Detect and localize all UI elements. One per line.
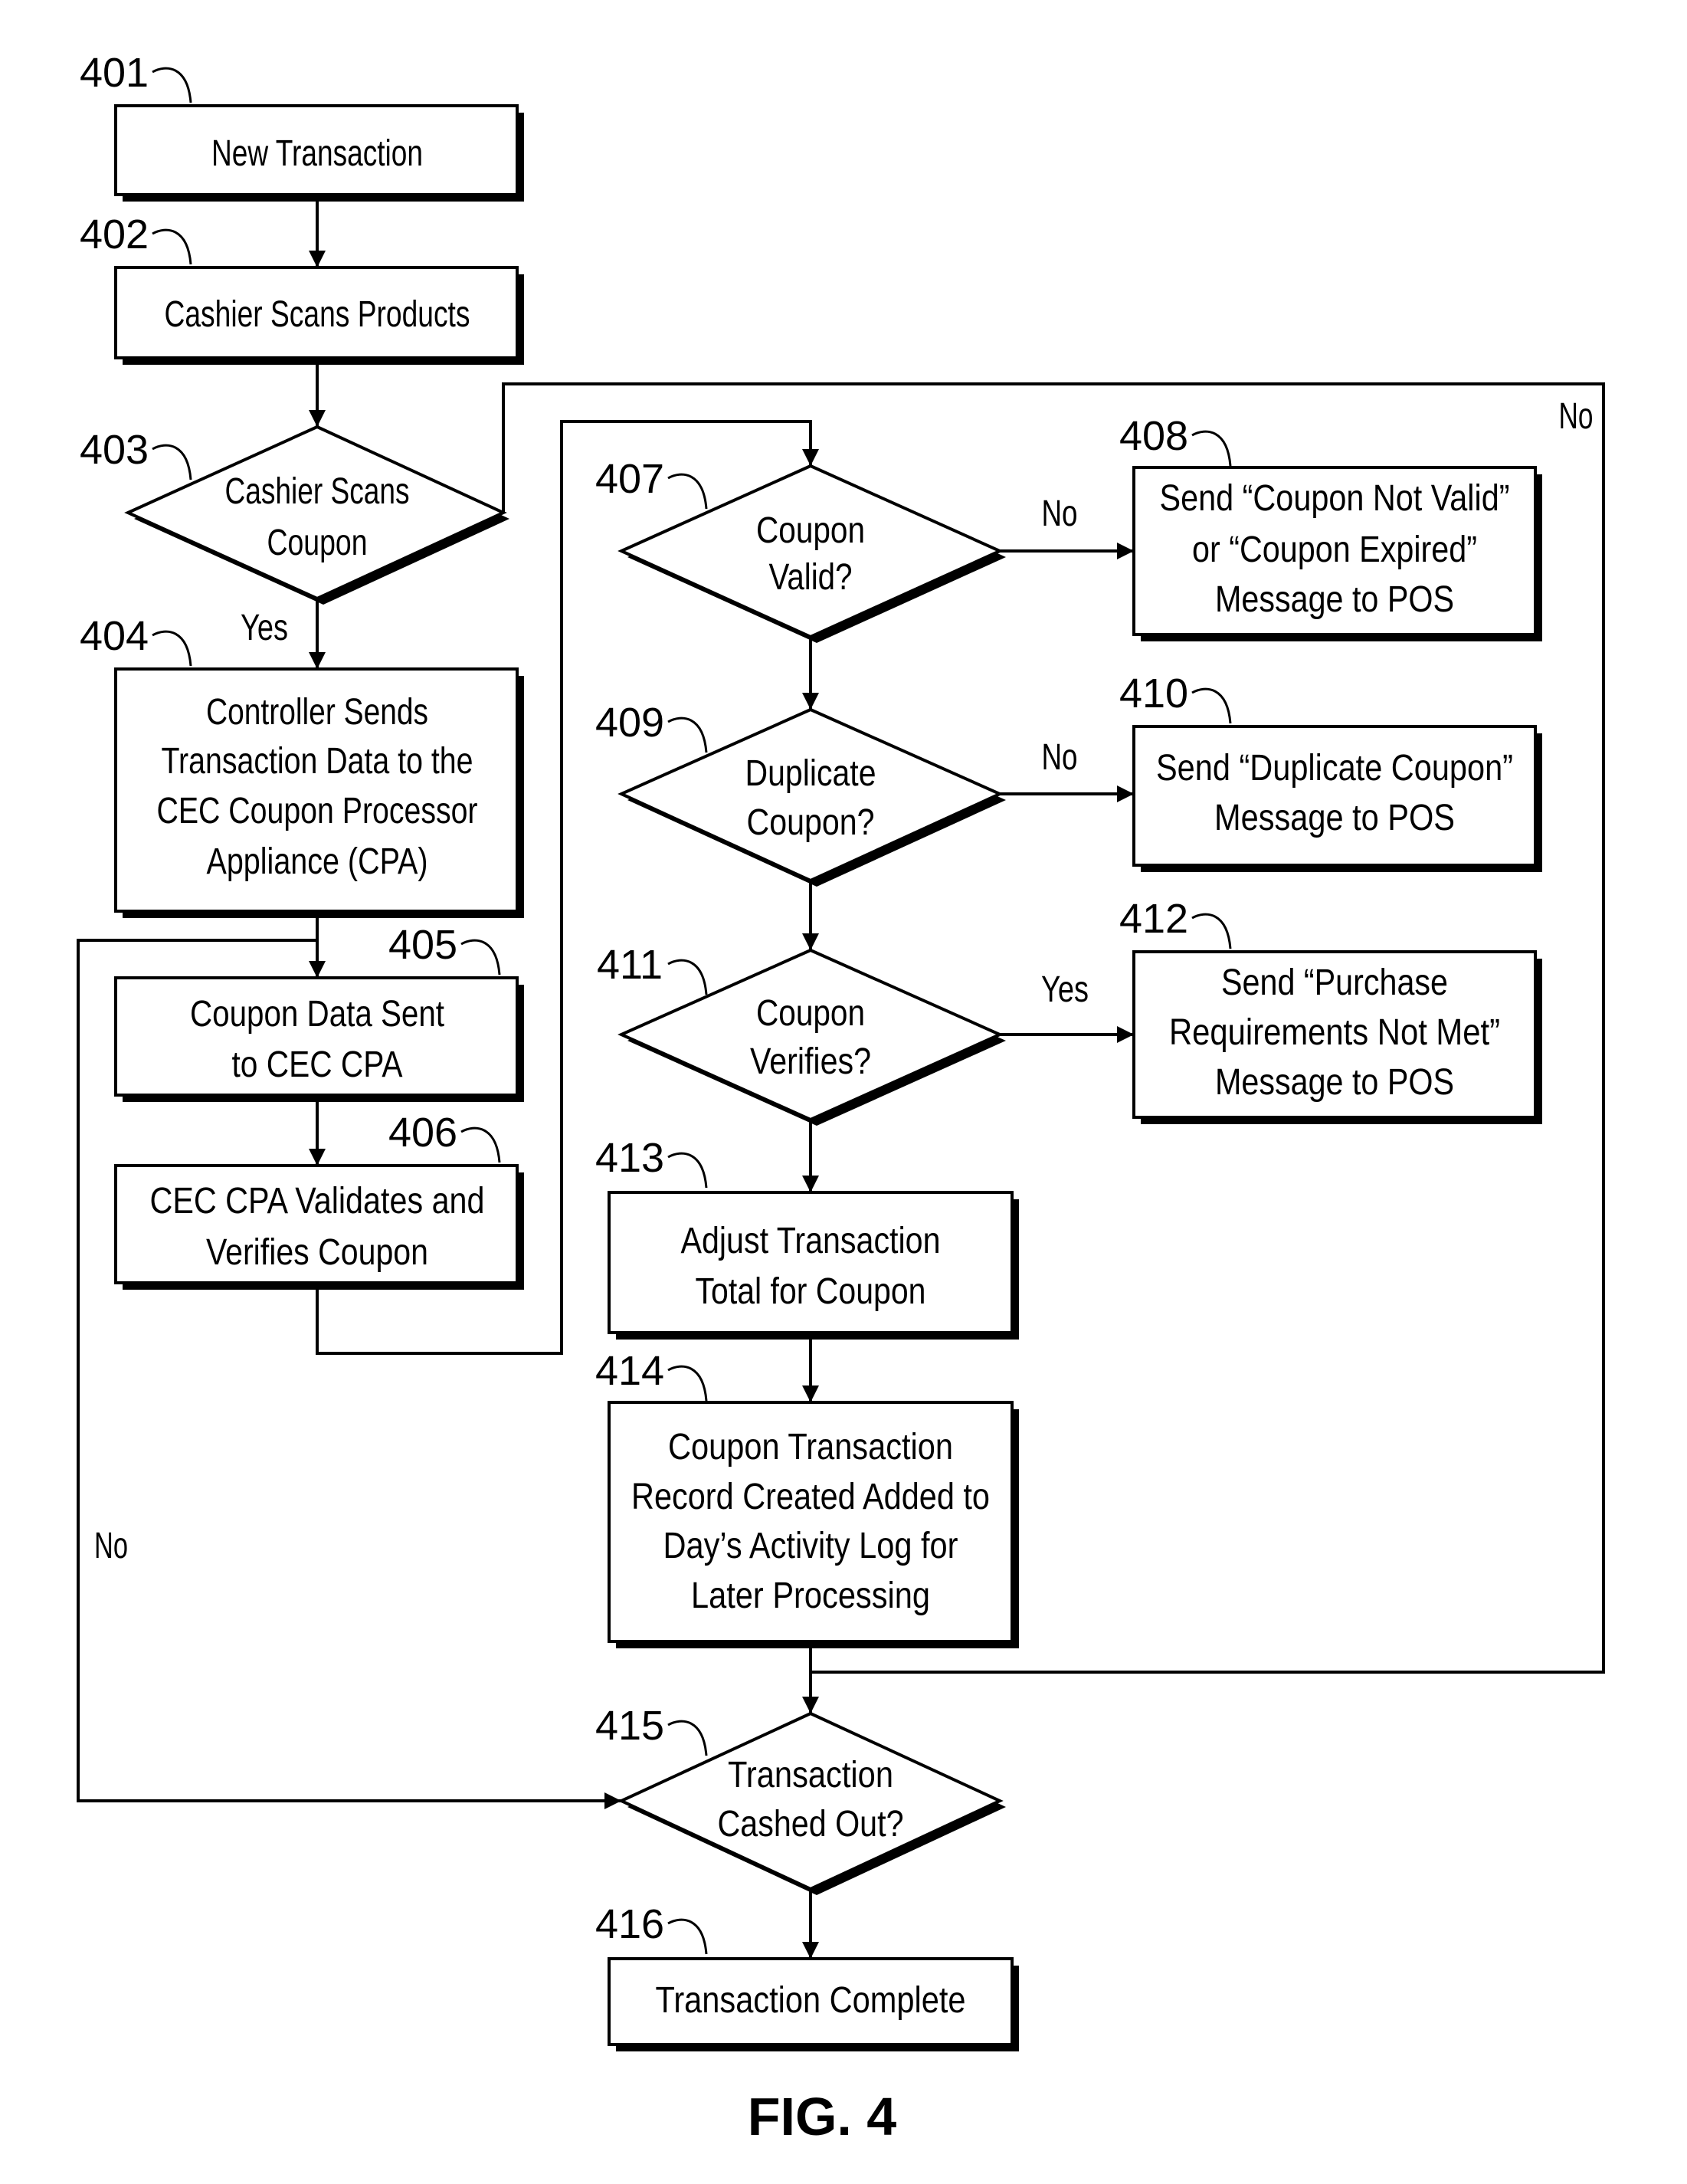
step-402-text-line-1: Cashier Scans Products	[165, 294, 470, 335]
step-409: Duplicate Coupon? 409	[595, 700, 1006, 887]
step-412-number: 412	[1119, 896, 1188, 942]
step-410-text-line-2: Message to POS	[1214, 798, 1455, 838]
step-406-number: 406	[388, 1110, 457, 1156]
step-410-number: 410	[1119, 671, 1188, 717]
step-406-leader	[461, 1128, 500, 1163]
step-411-text-line-1: Coupon	[756, 993, 865, 1034]
step-404-text-line-2: Transaction Data to the	[162, 741, 473, 782]
step-407-number: 407	[595, 456, 664, 502]
step-412-text-line-3: Message to POS	[1215, 1062, 1454, 1103]
step-404-text-line-1: Controller Sends	[206, 692, 428, 733]
step-410-text-line-1: Send “Duplicate Coupon”	[1156, 748, 1513, 789]
step-409-text-line-2: Coupon?	[747, 802, 875, 843]
step-416: Transaction Complete 416	[595, 1901, 1019, 2051]
edge-label-403-no: No	[1559, 396, 1594, 437]
step-410-leader	[1192, 689, 1230, 723]
step-413-leader	[668, 1153, 706, 1188]
step-416-text-line-1: Transaction Complete	[656, 1980, 966, 2021]
step-414-text-line-1: Coupon Transaction	[668, 1427, 953, 1467]
step-401: New Transaction 401	[80, 50, 524, 202]
step-407-diamond	[621, 466, 1000, 637]
step-416-leader	[668, 1920, 706, 1954]
step-407-leader	[668, 474, 706, 509]
step-402: Cashier Scans Products 402	[80, 212, 524, 365]
step-401-number: 401	[80, 50, 149, 96]
step-403-text-line-2: Coupon	[267, 523, 368, 563]
step-405-leader	[461, 940, 500, 975]
step-408-leader	[1192, 431, 1230, 466]
edge-label-407-no: No	[1042, 494, 1078, 534]
step-414-text-line-4: Later Processing	[691, 1576, 930, 1616]
step-404-number: 404	[80, 613, 149, 659]
step-414-text-line-2: Record Created Added to	[631, 1477, 990, 1517]
step-411-text-line-2: Verifies?	[750, 1041, 871, 1082]
step-405-text-line-1: Coupon Data Sent	[190, 994, 444, 1035]
step-405-text-line-2: to CEC CPA	[232, 1044, 403, 1085]
step-409-leader	[668, 718, 706, 753]
step-415-number: 415	[595, 1703, 664, 1749]
step-415-leader	[668, 1721, 706, 1756]
edge-label-left-no: No	[94, 1526, 128, 1566]
step-405: Coupon Data Sent to CEC CPA 405	[116, 922, 524, 1102]
step-410: Send “Duplicate Coupon” Message to POS 4…	[1119, 671, 1542, 872]
step-408: Send “Coupon Not Valid” or “Coupon Expir…	[1119, 413, 1542, 641]
step-412-text-line-2: Requirements Not Met”	[1169, 1012, 1500, 1053]
step-401-text-line-1: New Transaction	[211, 133, 423, 174]
step-407-text-line-1: Coupon	[756, 510, 865, 551]
step-406: CEC CPA Validates and Verifies Coupon 40…	[116, 1110, 524, 1290]
step-415-diamond	[621, 1713, 1000, 1889]
step-413-text-line-1: Adjust Transaction	[681, 1221, 941, 1261]
step-413: Adjust Transaction Total for Coupon 413	[595, 1135, 1019, 1340]
step-408-text-line-1: Send “Coupon Not Valid”	[1160, 478, 1510, 519]
step-404-leader	[152, 631, 191, 666]
step-414-number: 414	[595, 1348, 664, 1394]
step-407-text-line-2: Valid?	[769, 557, 853, 598]
edge-label-409-no: No	[1042, 737, 1078, 778]
step-403-diamond	[128, 427, 503, 598]
step-411: Coupon Verifies? 411	[597, 942, 1006, 1126]
step-408-text-line-3: Message to POS	[1215, 579, 1454, 620]
step-403-number: 403	[80, 427, 149, 473]
step-414-leader	[668, 1366, 706, 1401]
step-416-number: 416	[595, 1901, 664, 1947]
step-403-leader	[152, 445, 191, 480]
step-414: Coupon Transaction Record Created Added …	[595, 1348, 1019, 1648]
step-403-text-line-1: Cashier Scans	[225, 471, 410, 512]
step-407: Coupon Valid? 407	[595, 456, 1006, 643]
step-411-leader	[668, 960, 706, 995]
step-401-leader	[152, 68, 191, 103]
step-415-text-line-2: Cashed Out?	[718, 1804, 904, 1845]
step-409-number: 409	[595, 700, 664, 746]
step-415: Transaction Cashed Out? 415	[595, 1703, 1006, 1895]
step-402-number: 402	[80, 212, 149, 257]
step-404-text-line-4: Appliance (CPA)	[207, 841, 428, 882]
step-402-leader	[152, 230, 191, 264]
step-415-text-line-1: Transaction	[728, 1755, 893, 1795]
step-412: Send “Purchase Requirements Not Met” Mes…	[1119, 896, 1542, 1124]
step-406-text-line-2: Verifies Coupon	[206, 1232, 428, 1273]
edge-label-411-yes: Yes	[1041, 969, 1089, 1010]
edge-label-403-yes: Yes	[241, 608, 288, 648]
figure-label: FIG. 4	[748, 2087, 897, 2146]
step-414-text-line-3: Day’s Activity Log for	[663, 1526, 958, 1566]
step-412-leader	[1192, 914, 1230, 949]
step-413-text-line-2: Total for Coupon	[696, 1271, 926, 1312]
step-409-diamond	[621, 710, 1000, 880]
step-405-number: 405	[388, 922, 457, 968]
step-411-number: 411	[597, 942, 663, 988]
step-411-diamond	[621, 950, 1000, 1120]
step-404: Controller Sends Transaction Data to the…	[80, 613, 524, 918]
step-413-number: 413	[595, 1135, 664, 1181]
step-406-text-line-1: CEC CPA Validates and	[150, 1181, 485, 1222]
step-404-text-line-3: CEC Coupon Processor	[157, 791, 478, 831]
step-408-text-line-2: or “Coupon Expired”	[1192, 530, 1477, 570]
step-409-text-line-1: Duplicate	[745, 753, 876, 794]
step-412-text-line-1: Send “Purchase	[1221, 962, 1448, 1003]
step-408-number: 408	[1119, 413, 1188, 459]
step-403: Cashier Scans Coupon 403	[80, 427, 509, 605]
